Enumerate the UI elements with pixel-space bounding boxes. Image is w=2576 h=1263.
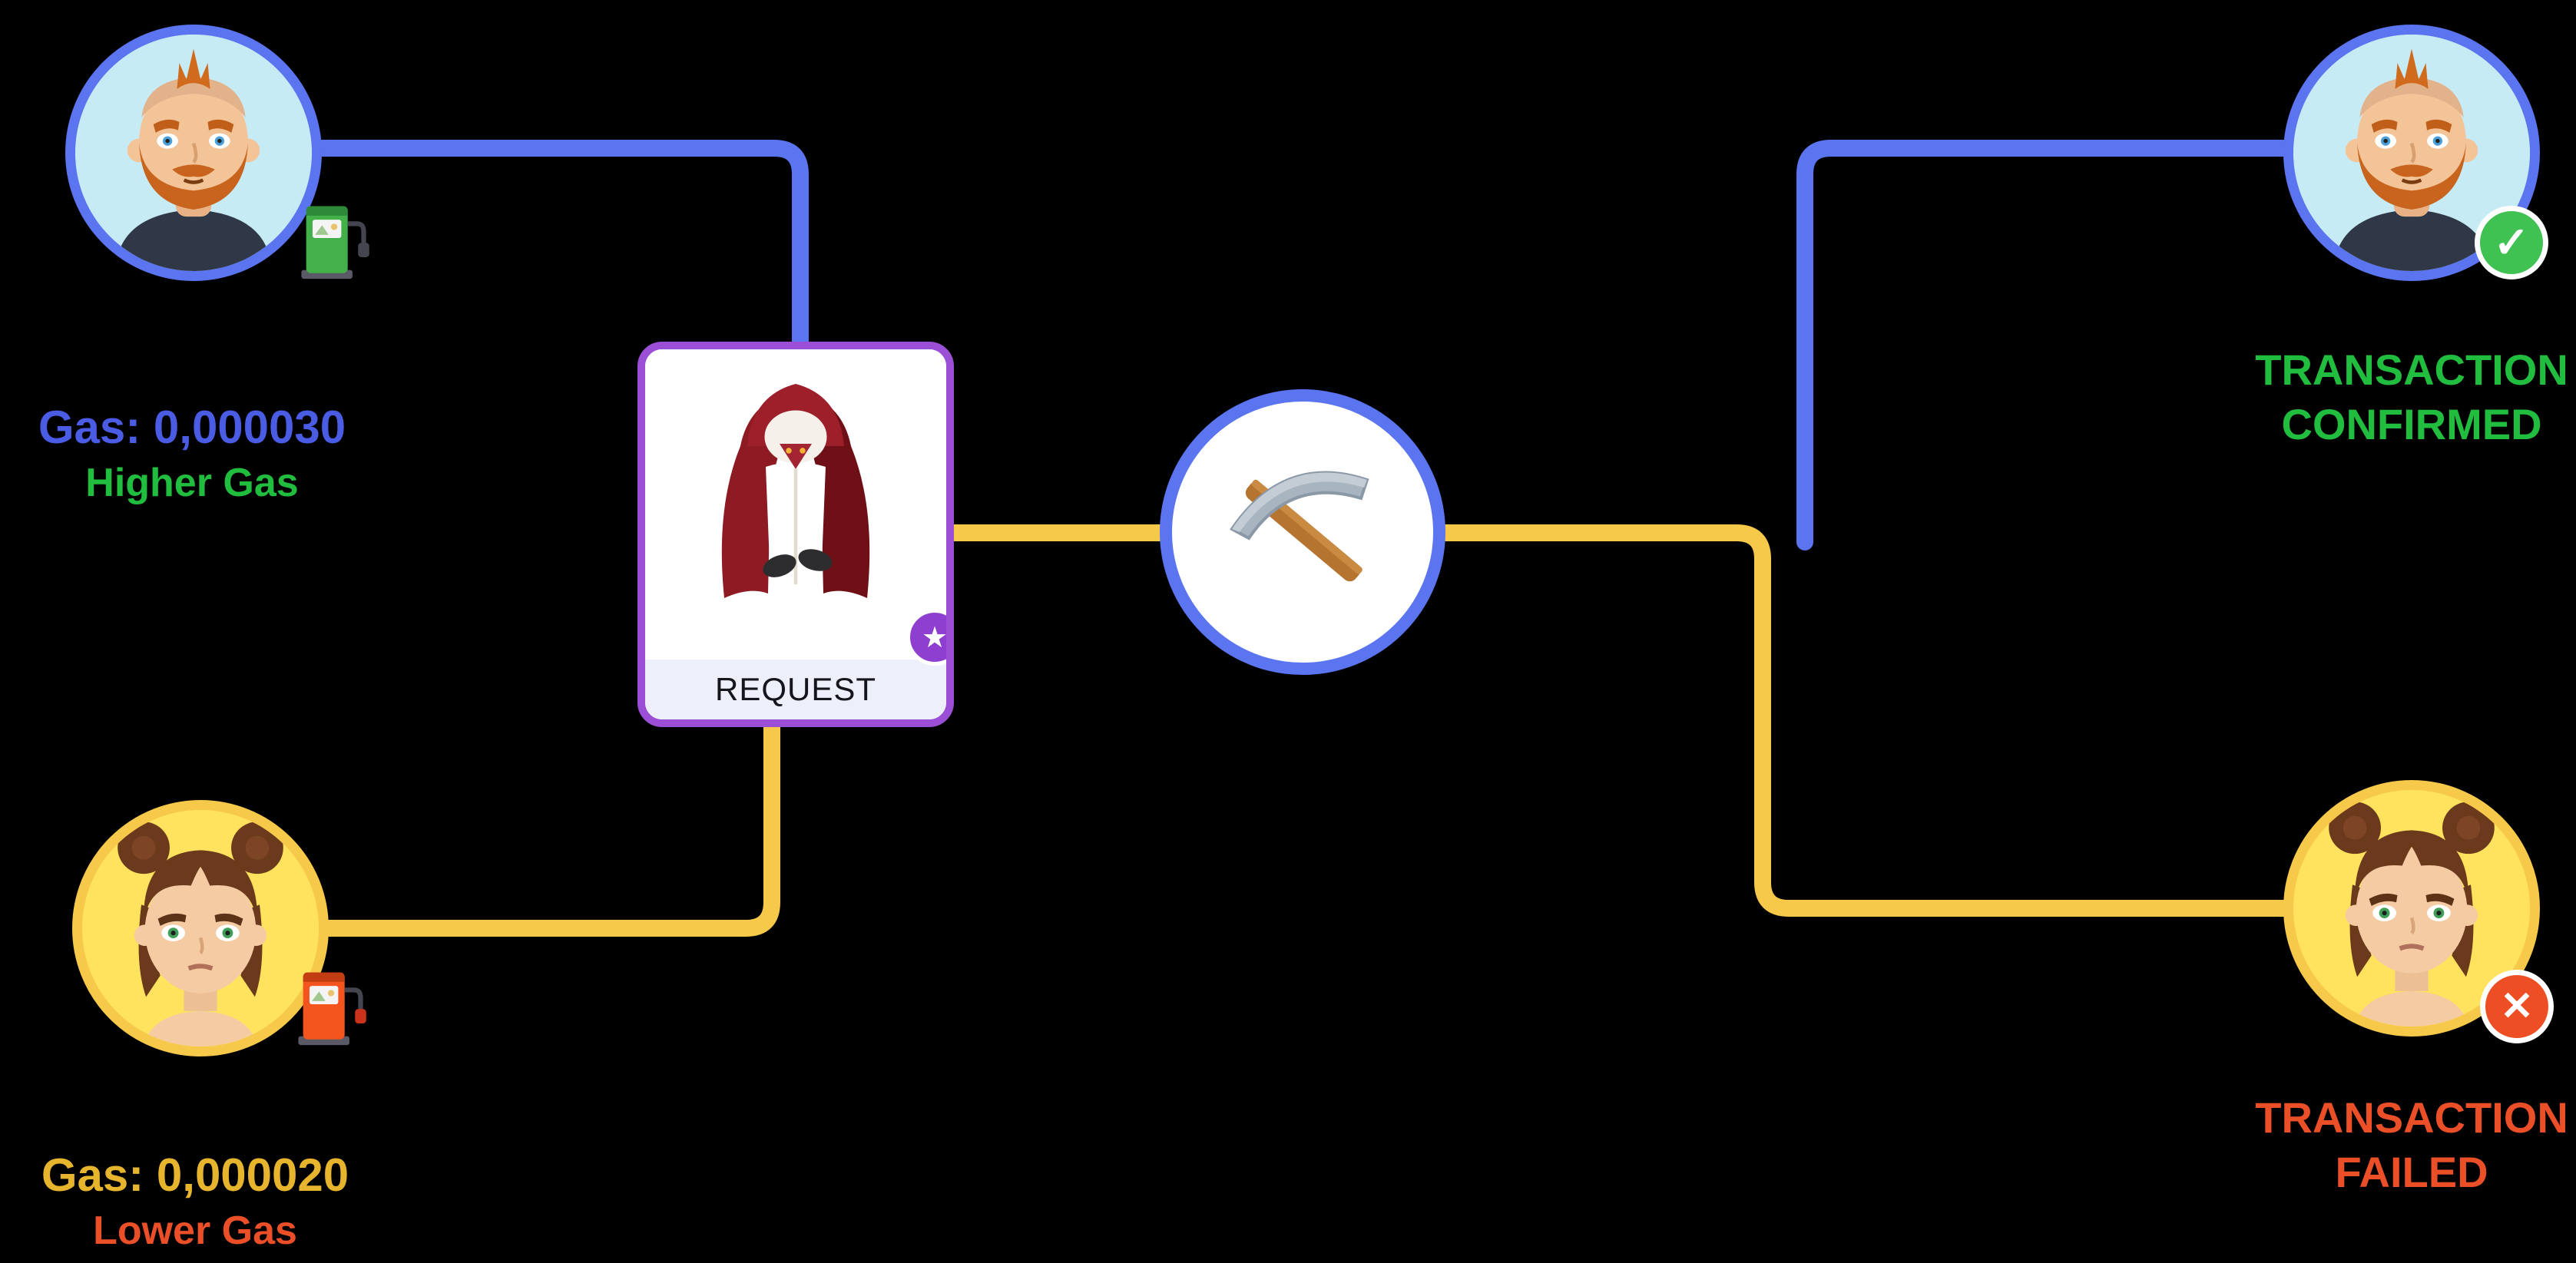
gas-amount-higher: Gas: 0,000030 [38,402,346,453]
lower-gas-labels: Gas: 0,000020 Lower Gas [0,1149,395,1254]
star-glyph: ★ [921,621,949,654]
man-avatar-illustration [75,35,312,271]
star-icon: ★ [906,609,949,666]
fuel-pump-green-icon [293,192,373,286]
red-hooded-cloak-image [645,349,946,667]
cross-icon: ✕ [2480,970,2554,1043]
woman-buns-avatar [72,800,329,1056]
confirmed-line1: TRANSACTION [2255,346,2568,394]
man-mohawk-avatar [2283,25,2540,281]
sender-lower-gas-node [72,800,366,1056]
woman-avatar-illustration [2293,790,2530,1027]
confirmed-line2: CONFIRMED [2281,400,2542,448]
fuel-pump-orange-icon [290,958,370,1053]
cross-glyph: ✕ [2500,984,2534,1029]
higher-gas-labels: Gas: 0,000030 Higher Gas [0,401,392,506]
check-glyph: ✓ [2493,218,2530,266]
failed-line1: TRANSACTION [2255,1093,2568,1142]
woman-buns-avatar [2283,780,2540,1037]
outcome-confirmed-node: ✓ [2283,25,2548,281]
check-icon: ✓ [2475,206,2548,279]
confirmed-labels: TRANSACTION CONFIRMED [2212,342,2576,451]
miner-to-confirmed-line [1796,140,2302,550]
woman-avatar-illustration [82,810,319,1046]
gas-amount-lower: Gas: 0,000020 [41,1149,349,1201]
man-mohawk-avatar [65,25,322,281]
man-avatar-illustration [2293,35,2530,271]
higher-gas-to-request-line [305,140,809,360]
miner-to-failed-line [1428,524,2302,917]
sender-higher-gas-node [65,25,369,281]
request-label: REQUEST [645,660,946,719]
failed-labels: TRANSACTION FAILED [2212,1090,2576,1199]
pickaxe-icon [1230,471,1369,582]
gas-note-lower: Lower Gas [93,1208,297,1253]
lower-gas-to-request-line [313,712,780,937]
outcome-failed-node: ✕ [2283,780,2554,1043]
request-card: ★ REQUEST [637,342,954,727]
failed-line2: FAILED [2335,1148,2488,1196]
gas-note-higher: Higher Gas [85,461,299,505]
miner-node [1160,389,1445,675]
